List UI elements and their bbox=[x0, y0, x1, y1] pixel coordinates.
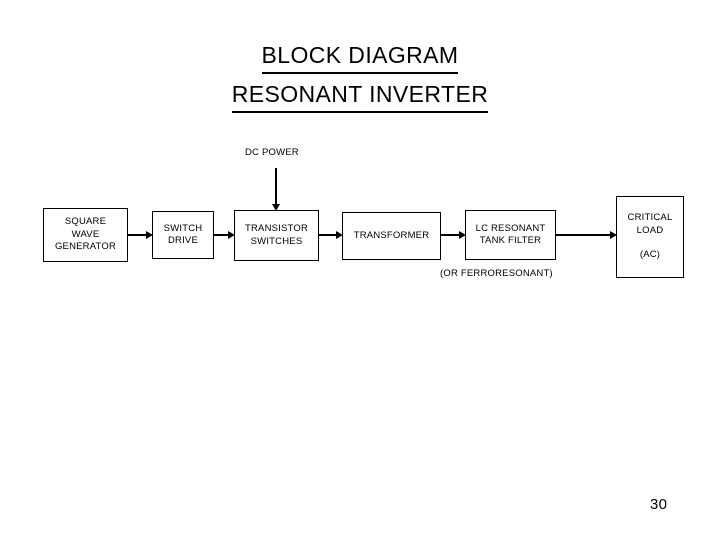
arrow-head-icon bbox=[336, 231, 343, 239]
arrow-head-icon bbox=[459, 231, 466, 239]
block-label-line: LC RESONANT bbox=[475, 222, 546, 234]
arrow-shaft bbox=[275, 168, 278, 204]
block-square-wave-generator: SQUARE WAVE GENERATOR bbox=[43, 208, 128, 262]
title-line-1: BLOCK DIAGRAM bbox=[261, 40, 459, 75]
arrow-head-icon bbox=[610, 231, 617, 239]
arrow-shaft bbox=[214, 234, 229, 237]
block-label-line: DRIVE bbox=[167, 235, 199, 246]
arrow-head-icon bbox=[228, 231, 235, 239]
arrow-switch-drive-to-transistor-switches bbox=[214, 231, 235, 240]
arrow-square-wave-generator-to-switch-drive bbox=[128, 231, 153, 240]
dc-power-label: DC POWER bbox=[245, 147, 299, 158]
arrow-head-icon bbox=[271, 204, 280, 211]
block-label-line: GENERATOR bbox=[54, 241, 117, 253]
block-transistor-switches: TRANSISTOR SWITCHES bbox=[234, 210, 319, 261]
arrow-shaft bbox=[128, 234, 147, 237]
block-lc-resonant-tank-filter: LC RESONANT TANK FILTER bbox=[465, 210, 556, 260]
block-transformer: TRANSFORMER bbox=[342, 212, 441, 260]
arrow-lc-resonant-tank-filter-to-critical-load bbox=[556, 231, 617, 240]
page-number: 30 bbox=[650, 496, 668, 513]
arrow-shaft bbox=[319, 234, 337, 237]
arrow-transistor-switches-to-transformer bbox=[319, 231, 343, 240]
block-label-line: CRITICAL bbox=[627, 212, 673, 224]
block-critical-load: CRITICAL LOAD (AC) bbox=[616, 196, 684, 278]
block-label-line: TRANSFORMER bbox=[353, 229, 430, 241]
block-label-line: SWITCH bbox=[163, 222, 203, 234]
block-label-line: LOAD bbox=[636, 224, 664, 236]
arrow-dc-power-to-transistor-switches bbox=[271, 168, 282, 211]
block-sublabel-ac: (AC) bbox=[639, 249, 661, 261]
block-label-line: SQUARE bbox=[64, 216, 107, 228]
block-label-line: TRANSISTOR bbox=[244, 223, 309, 234]
page-title: BLOCK DIAGRAM RESONANT INVERTER bbox=[0, 40, 720, 114]
block-switch-drive: SWITCH DRIVE bbox=[152, 211, 214, 259]
block-label-line: SWITCHES bbox=[250, 235, 303, 247]
ferroresonant-note-label: (OR FERRORESONANT) bbox=[440, 268, 553, 279]
block-label-line: TANK FILTER bbox=[479, 235, 542, 246]
block-label-line: WAVE bbox=[71, 228, 100, 240]
arrow-head-icon bbox=[146, 231, 153, 239]
arrow-transformer-to-lc-resonant-tank-filter bbox=[441, 231, 466, 240]
arrow-shaft bbox=[556, 234, 611, 237]
title-line-2: RESONANT INVERTER bbox=[231, 79, 489, 114]
arrow-shaft bbox=[441, 234, 460, 237]
